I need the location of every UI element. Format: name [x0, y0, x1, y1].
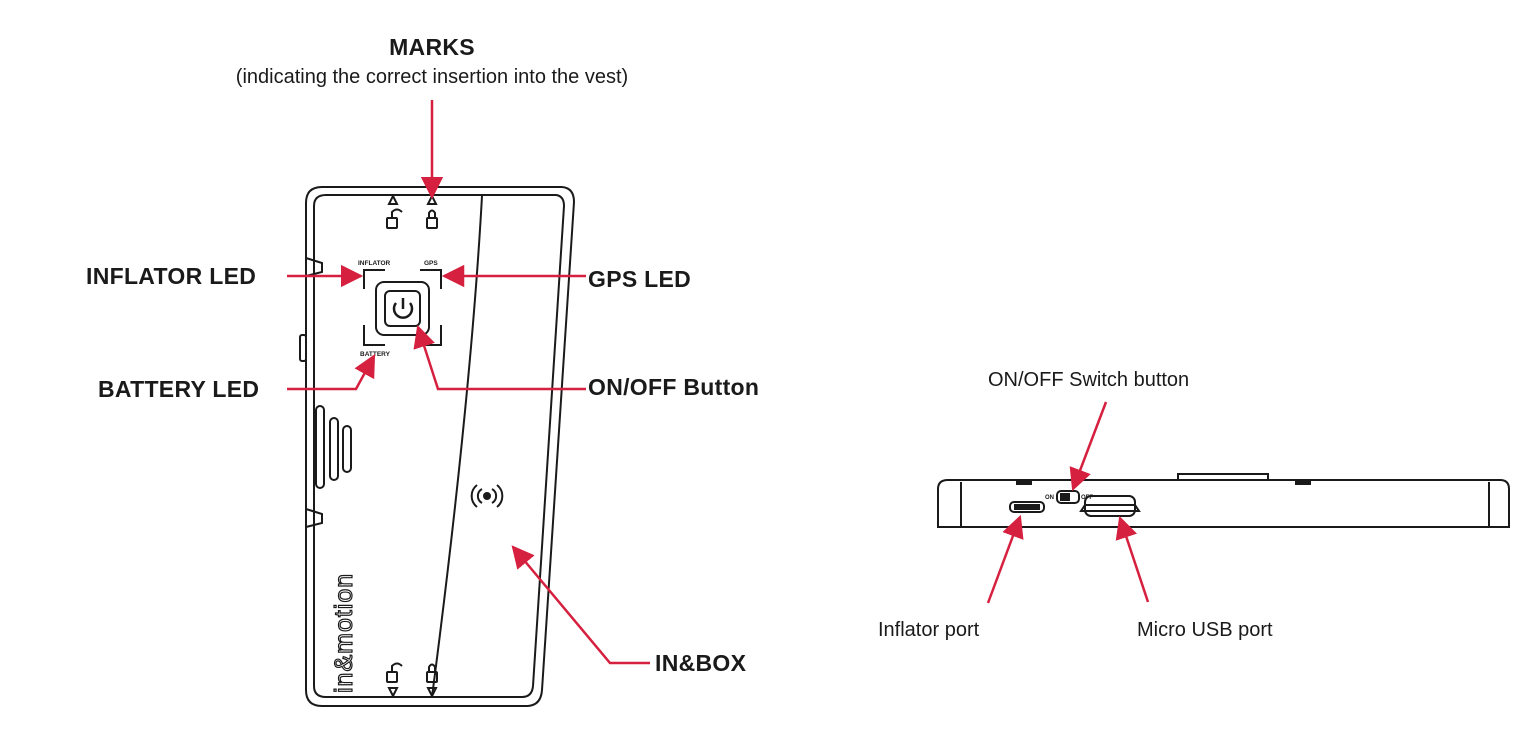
micro-usb-port-label: Micro USB port: [1137, 619, 1273, 641]
led-label-inflator: INFLATOR: [358, 260, 391, 267]
device-front-view: [299, 186, 576, 707]
inflator-port-shape: [1009, 501, 1045, 513]
lock-open-icon: [386, 208, 403, 229]
battery-led-leader: [287, 354, 376, 391]
micro-usb-port-frame: [1084, 495, 1136, 517]
led-label-battery: BATTERY: [360, 351, 391, 358]
device-side-view: [937, 473, 1510, 528]
led-label-gps: GPS: [424, 260, 438, 267]
device-body-outline: [305, 186, 576, 707]
onoff-button-label: ON/OFF Button: [588, 374, 760, 400]
inbox-label: IN&BOX: [655, 650, 747, 676]
triangle-mark-icon: [426, 687, 438, 699]
battery-led-bracket: [363, 325, 385, 346]
side-top-mark-right: [1295, 480, 1311, 485]
micro-usb-port-leader: [1115, 515, 1150, 603]
side-button: [299, 334, 307, 362]
speaker-slot-3: [342, 425, 352, 473]
switch-label-on: ON: [1045, 495, 1054, 501]
device-panel-curve: [431, 195, 483, 698]
callout-lines: [287, 100, 1150, 665]
side-clip-top: [305, 257, 323, 277]
gps-led-bracket: [420, 269, 442, 289]
onoff-button-leader: [413, 324, 586, 391]
triangle-mark-icon: [387, 193, 399, 205]
marks-title: MARKS: [389, 34, 475, 60]
onoff-switch-shape: [1056, 490, 1080, 504]
triangle-mark-icon: [426, 193, 438, 205]
inbox-leader: [511, 545, 650, 665]
wireless-icon: [470, 484, 504, 508]
inflator-port-core: [1014, 504, 1040, 510]
side-clip-bottom: [305, 508, 323, 528]
side-top-mark-left: [1016, 480, 1032, 485]
gps-led-label: GPS LED: [588, 266, 692, 292]
brand-logo-text: in&motion: [330, 573, 358, 693]
switch-label-off: OFF: [1081, 495, 1093, 501]
battery-led-label: BATTERY LED: [98, 376, 260, 402]
speaker-slot-2: [329, 417, 339, 481]
onoff-switch-knob: [1060, 493, 1070, 501]
marks-subtitle: (indicating the correct insertion into t…: [235, 66, 629, 88]
onoff-button-outer: [375, 281, 430, 336]
inflator-port-leader: [986, 514, 1024, 604]
triangle-mark-icon: [387, 687, 399, 699]
lock-closed-icon: [426, 209, 438, 229]
side-body-outline: [937, 479, 1510, 528]
lock-closed-icon: [426, 663, 438, 683]
micro-usb-port-shape: [1079, 504, 1141, 512]
inflator-port-label: Inflator port: [878, 619, 980, 641]
lock-open-icon: [386, 662, 403, 683]
onoff-button-inner: [384, 290, 421, 327]
power-icon: [392, 298, 414, 319]
speaker-slot-1: [315, 405, 325, 489]
inflator-led-label: INFLATOR LED: [86, 263, 257, 289]
onoff-switch-label: ON/OFF Switch button: [988, 369, 1190, 391]
inflator-led-bracket: [363, 269, 385, 289]
side-top-tab: [1177, 473, 1269, 480]
device-body-inner: [313, 194, 566, 698]
onoff-switch-leader: [1069, 401, 1108, 492]
